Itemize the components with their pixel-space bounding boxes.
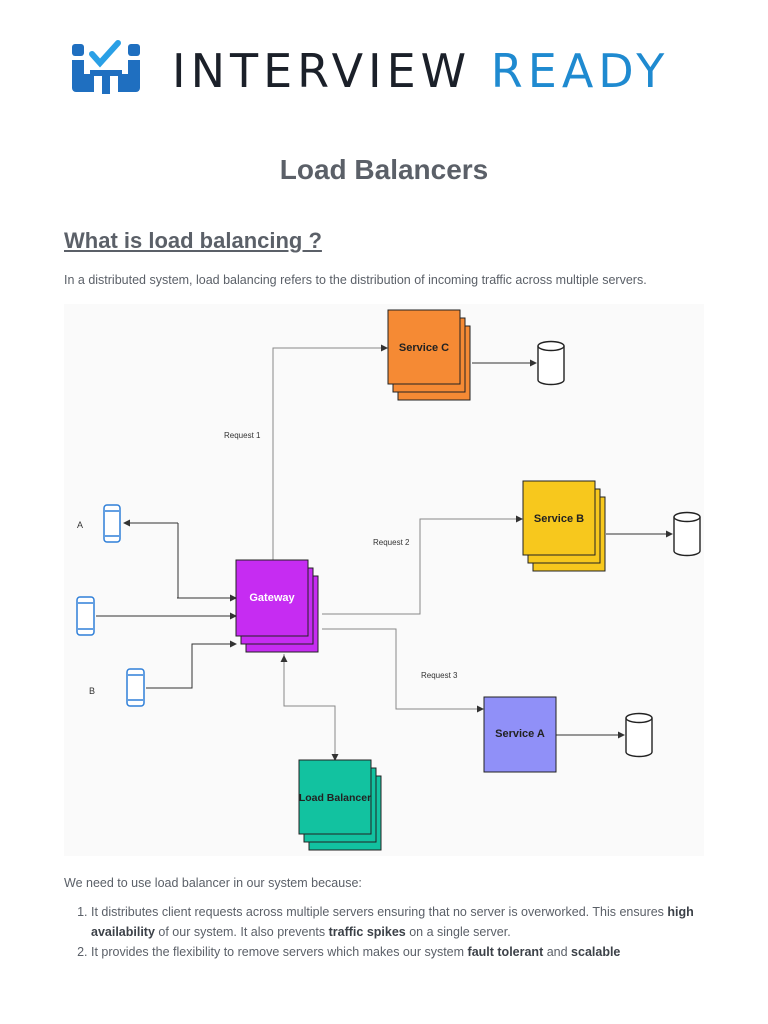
reason-1-text-a: It distributes client requests across mu… — [91, 905, 668, 919]
reasons-lead: We need to use load balancer in our syst… — [64, 876, 362, 890]
page-title: Load Balancers — [279, 154, 489, 185]
reason-2-bold-b: scalable — [571, 945, 621, 959]
request-3-label: Request 3 — [421, 671, 458, 680]
reason-1-text-c: on a single server. — [405, 925, 511, 939]
service-c-label: Service C — [399, 342, 449, 354]
interview-ready-logo-icon — [72, 40, 140, 94]
section-heading: What is load balancing ? — [64, 228, 322, 253]
phone-a-icon — [103, 504, 121, 543]
phone-b-icon — [126, 668, 145, 707]
request-2-label: Request 2 — [373, 538, 410, 547]
reasons-list: It distributes client requests across mu… — [64, 902, 731, 962]
brand-word-ready: READY — [490, 44, 670, 98]
connector-gateway-service-a — [322, 628, 484, 713]
client-b-label: B — [89, 686, 95, 696]
request-1-label: Request 1 — [224, 431, 261, 440]
database-b-icon — [673, 511, 701, 557]
database-a-icon — [625, 712, 653, 758]
database-c-icon — [537, 340, 565, 386]
connector-gateway-service-b — [322, 515, 523, 615]
list-item: It distributes client requests across mu… — [91, 902, 731, 942]
reason-1-bold-b: traffic spikes — [328, 925, 406, 939]
diagram-background — [64, 304, 704, 856]
service-a-node: Service A — [483, 696, 557, 773]
service-b-label: Service B — [534, 513, 584, 525]
brand-header: INTERVIEW READY — [70, 40, 710, 100]
reason-1-bold-a: high availability — [91, 905, 694, 939]
load-balancing-diagram: Service C Service B Service A Gateway Lo… — [64, 304, 704, 856]
phone-mid-icon — [76, 596, 95, 636]
brand-name: INTERVIEW READY — [172, 44, 669, 98]
reason-2-bold-a: fault tolerant — [467, 945, 544, 959]
connector-phone-b-gateway — [146, 640, 237, 689]
load-balancer-node: Load Balancer — [298, 759, 382, 851]
intro-paragraph: In a distributed system, load balancing … — [64, 273, 647, 287]
reason-1-text-b: of our system. It also prevents — [154, 925, 329, 939]
list-item: It provides the flexibility to remove se… — [91, 942, 731, 962]
reason-2-text-a: It provides the flexibility to remove se… — [91, 945, 468, 959]
gateway-node: Gateway — [235, 559, 319, 653]
service-b-node: Service B — [522, 480, 606, 572]
connector-gateway-service-c — [272, 344, 388, 560]
service-c-node: Service C — [387, 309, 471, 401]
load-balancer-label: Load Balancer — [299, 792, 371, 804]
service-a-label: Service A — [495, 728, 545, 740]
brand-word-interview: INTERVIEW — [172, 44, 472, 98]
reason-2-text-b: and — [543, 945, 572, 959]
gateway-label: Gateway — [249, 592, 295, 604]
client-a-label: A — [77, 520, 83, 530]
